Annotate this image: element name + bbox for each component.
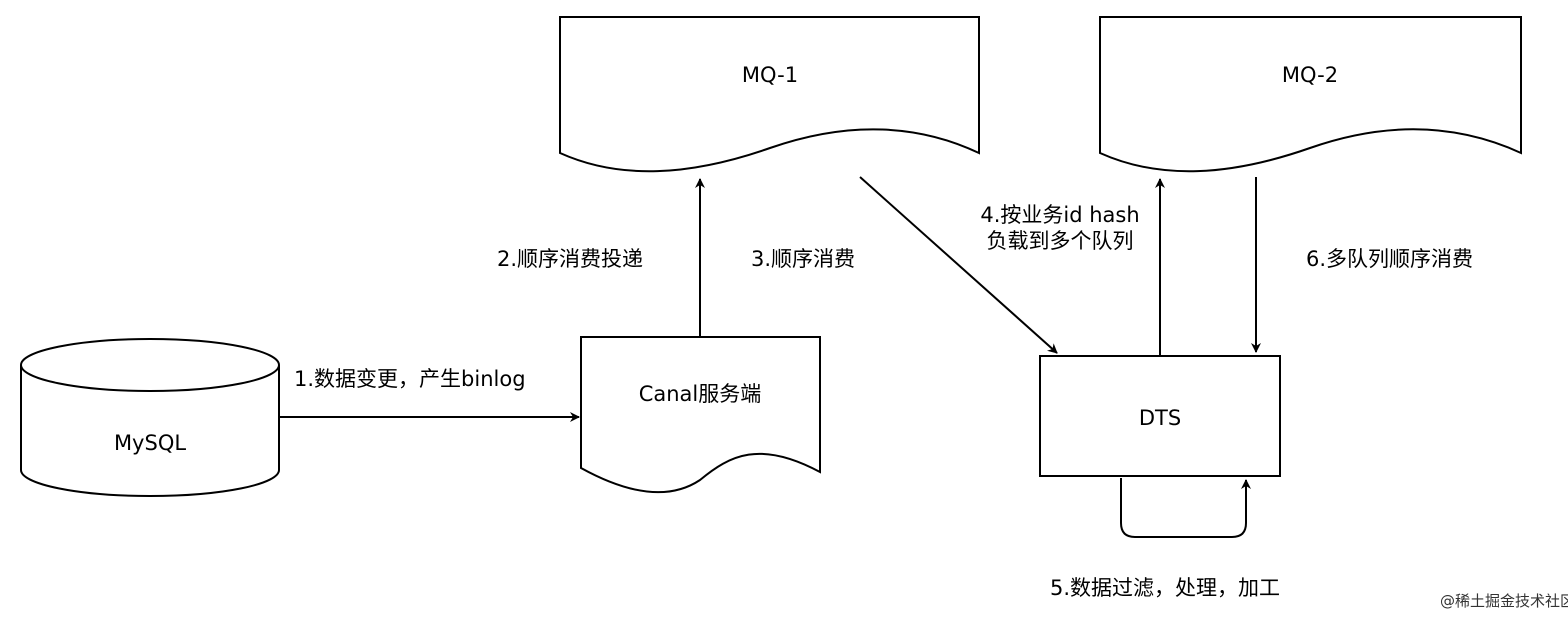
- edge-label-2: 2.顺序消费投递: [497, 247, 644, 271]
- edge-label-6: 6.多队列顺序消费: [1306, 247, 1474, 271]
- arrow-mq1-to-dts: [859, 176, 1058, 354]
- mq2-label: MQ-2: [1281, 63, 1339, 87]
- edge-label-4: 4.按业务id hash 负载到多个队列: [960, 202, 1160, 255]
- edge-label-4-line1: 4.按业务id hash: [980, 203, 1140, 227]
- mq2-document-shape: [1099, 16, 1522, 173]
- edge-label-5: 5.数据过滤，处理，加工: [1050, 576, 1281, 600]
- canal-document-shape: [580, 336, 821, 494]
- canal-label: Canal服务端: [638, 382, 762, 406]
- dts-box: [1039, 355, 1281, 477]
- mq1-label: MQ-1: [741, 63, 799, 87]
- edge-label-4-line2: 负载到多个队列: [986, 229, 1134, 254]
- mq1-document-shape: [559, 16, 980, 173]
- edge-label-3: 3.顺序消费: [751, 247, 856, 271]
- mysql-label: MySQL: [113, 431, 187, 455]
- dts-label: DTS: [1138, 406, 1182, 430]
- arrow-dts-self-loop: [1120, 478, 1251, 538]
- mysql-cylinder: [20, 338, 280, 497]
- edge-label-1: 1.数据变更，产生binlog: [294, 367, 526, 391]
- watermark-text: @稀土掘金技术社区: [1440, 592, 1568, 610]
